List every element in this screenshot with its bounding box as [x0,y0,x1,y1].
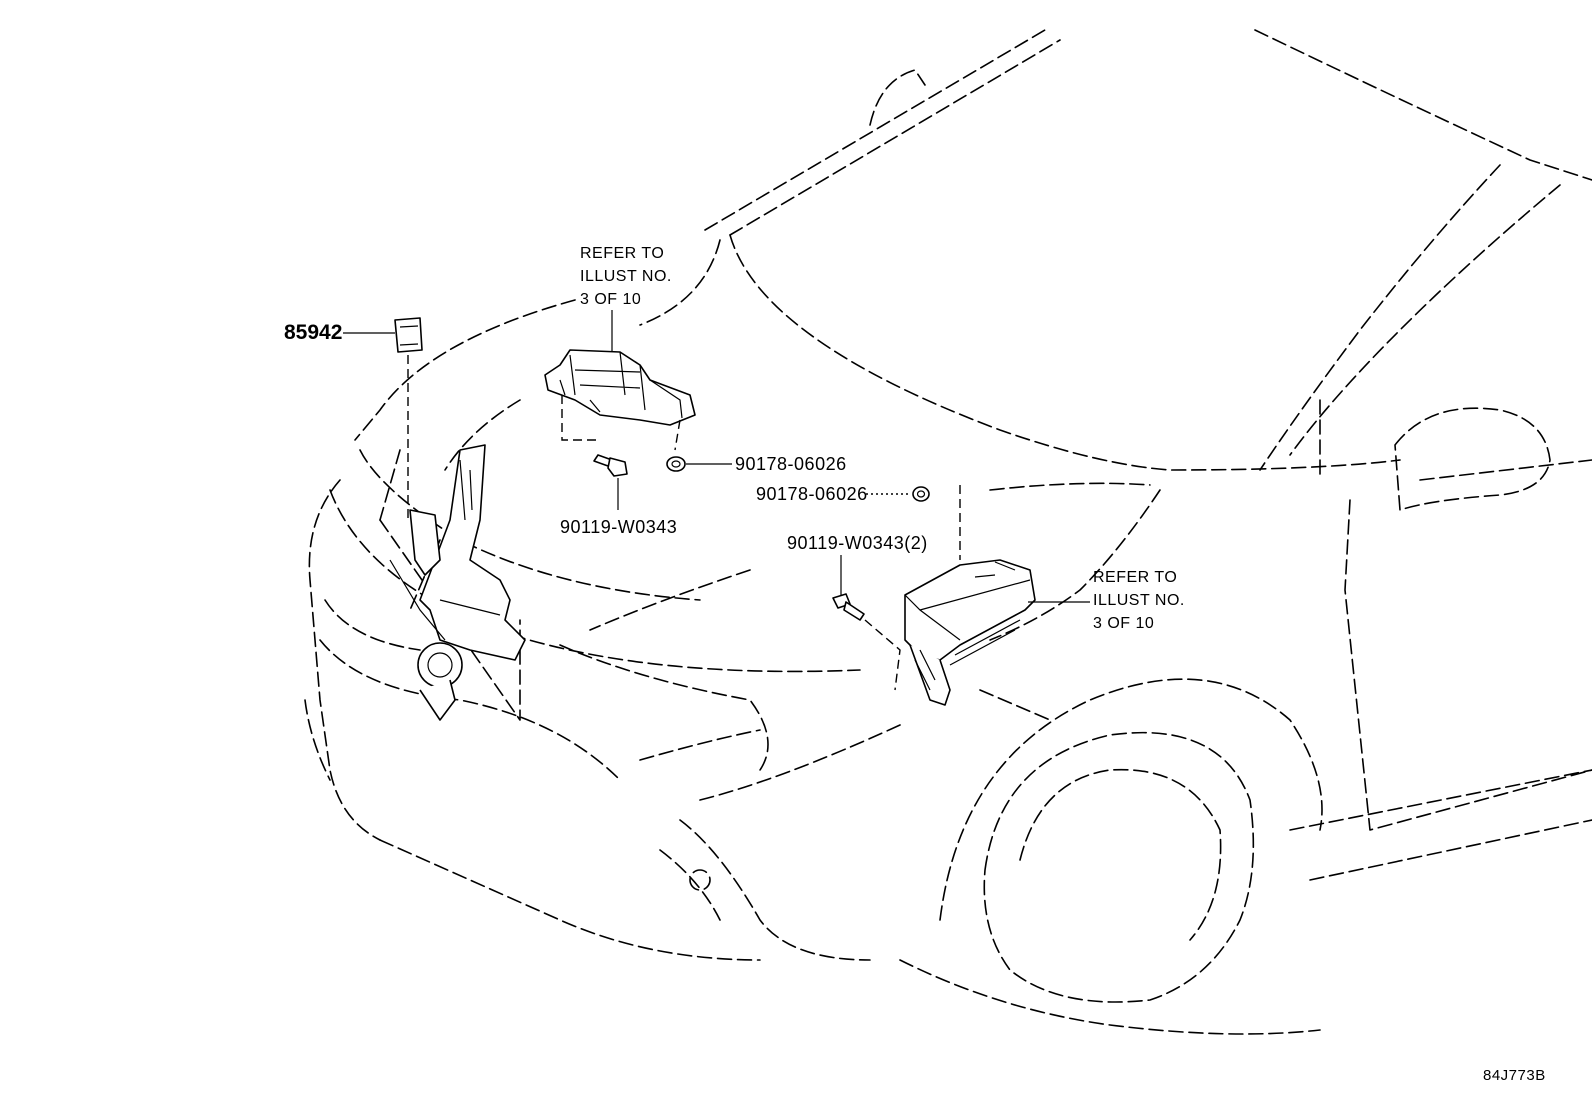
refer-left-line-2: ILLUST NO. [580,268,672,285]
refer-note-right: REFER TO ILLUST NO. 3 OF 10 [1093,566,1185,635]
label-90119-w0343-right: 90119-W0343(2) [787,533,928,553]
left-module-shape [544,310,696,451]
refer-right-line-3: 3 OF 10 [1093,615,1155,632]
refer-left-line-1: REFER TO [580,245,665,262]
refer-right-line-1: REFER TO [1093,569,1178,586]
illustration-code: 84J773B [1483,1067,1546,1084]
refer-left-line-3: 3 OF 10 [580,291,642,308]
nut-top-shape [666,456,732,472]
nut-right-shape [866,485,961,560]
car-outline [304,29,1592,1035]
label-90178-06026-top: 90178-06026 [735,454,847,474]
bolt-left-shape [593,454,628,510]
bolt-right-shape [832,555,901,691]
grille-support [389,444,526,721]
part-85942-shape [343,317,423,520]
right-module-shape [904,559,1090,706]
refer-right-line-2: ILLUST NO. [1093,592,1185,609]
refer-note-left: REFER TO ILLUST NO. 3 OF 10 [580,242,672,311]
label-85942: 85942 [284,321,343,344]
label-90119-w0343-left: 90119-W0343 [560,517,678,537]
label-90178-06026-right: 90178-06026 [756,484,868,504]
